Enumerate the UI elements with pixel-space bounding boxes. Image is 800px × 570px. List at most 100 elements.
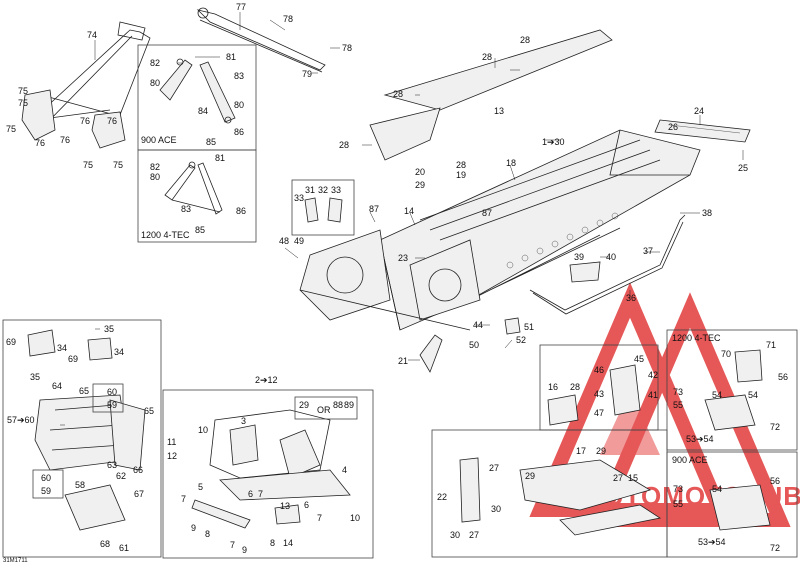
callout-1-30: 1➔30 bbox=[542, 137, 565, 147]
callout-10: 10 bbox=[350, 513, 360, 523]
callout-10: 10 bbox=[198, 425, 208, 435]
callout-3: 3 bbox=[241, 416, 246, 426]
callout-14: 14 bbox=[283, 538, 293, 548]
callout-16: 16 bbox=[548, 382, 558, 392]
callout-35: 35 bbox=[30, 372, 40, 382]
callout-11: 11 bbox=[167, 437, 176, 447]
callout-34: 34 bbox=[57, 343, 67, 353]
box-title-900-ace-right: 900 ACE bbox=[672, 455, 708, 465]
callout-36: 36 bbox=[626, 293, 636, 303]
bracket-21 bbox=[419, 334, 443, 373]
callout-63: 63 bbox=[107, 460, 117, 470]
callout-39: 39 bbox=[574, 252, 584, 262]
callout-15: 15 bbox=[628, 473, 638, 483]
callout-50: 50 bbox=[469, 340, 479, 350]
box-title-1200-tec-right: 1200 4-TEC bbox=[672, 333, 721, 343]
callout-66: 66 bbox=[133, 465, 143, 475]
callout-75: 75 bbox=[18, 98, 28, 108]
callout-35: 35 bbox=[104, 324, 114, 334]
callout-72: 72 bbox=[770, 422, 780, 432]
steering-rod bbox=[196, 7, 326, 73]
callout-27: 27 bbox=[469, 530, 479, 540]
callout-85: 85 bbox=[195, 225, 205, 235]
callout-17: 17 bbox=[576, 446, 586, 456]
callout-28: 28 bbox=[339, 140, 349, 150]
callout-75: 75 bbox=[6, 124, 16, 134]
callout-69: 69 bbox=[6, 337, 16, 347]
callout-24: 24 bbox=[694, 106, 704, 116]
callout-87: 87 bbox=[369, 204, 379, 214]
box-parts-31-33 bbox=[291, 179, 355, 236]
alt-part-or: OR bbox=[317, 405, 331, 415]
callout-80: 80 bbox=[234, 100, 244, 110]
callout-76: 76 bbox=[60, 135, 70, 145]
callout-8: 8 bbox=[270, 538, 275, 548]
callout-27: 27 bbox=[489, 463, 499, 473]
callout-7: 7 bbox=[181, 494, 186, 504]
callout-78: 78 bbox=[342, 43, 352, 53]
callout-64: 64 bbox=[52, 381, 62, 391]
callout-86: 86 bbox=[234, 127, 244, 137]
callout-62: 62 bbox=[116, 471, 126, 481]
left-bracket-assembly bbox=[27, 329, 146, 531]
callout-78: 78 bbox=[283, 14, 293, 24]
bracket-1200-tec bbox=[164, 161, 223, 215]
callout-27: 27 bbox=[613, 473, 623, 483]
callout-12: 12 bbox=[167, 451, 177, 461]
right-bracket-900 bbox=[709, 484, 771, 531]
callout-7: 7 bbox=[258, 489, 263, 499]
callout-6: 6 bbox=[248, 489, 253, 499]
box-1200-tec-right bbox=[666, 329, 798, 451]
callout-47: 47 bbox=[594, 408, 604, 418]
callout-60: 60 bbox=[41, 473, 51, 483]
callout-73: 73 bbox=[673, 387, 683, 397]
box-titles: 900 ACE 1200 4-TEC 1200 4-TEC 900 ACE 2➔… bbox=[141, 135, 721, 465]
callout-69: 69 bbox=[68, 354, 78, 364]
callout-7: 7 bbox=[317, 513, 322, 523]
box-900-ace-right bbox=[666, 451, 798, 558]
callout-68: 68 bbox=[100, 539, 110, 549]
callout-48: 48 bbox=[279, 236, 289, 246]
callout-38: 38 bbox=[702, 208, 712, 218]
callout-67: 67 bbox=[134, 489, 144, 499]
diagram-code: 31M1711 bbox=[3, 558, 28, 564]
callout-30: 30 bbox=[450, 530, 460, 540]
callout-80: 80 bbox=[150, 78, 160, 88]
box-left-brackets bbox=[2, 319, 162, 558]
callout-58: 58 bbox=[75, 480, 85, 490]
callout-87: 87 bbox=[482, 208, 492, 218]
callout-76: 76 bbox=[35, 138, 45, 148]
callout-20: 20 bbox=[415, 167, 425, 177]
callout-49: 49 bbox=[294, 236, 304, 246]
callout-42: 42 bbox=[648, 370, 658, 380]
callout-34: 34 bbox=[114, 347, 124, 357]
callout-55: 55 bbox=[673, 400, 683, 410]
callout-71: 71 bbox=[766, 340, 776, 350]
callout-33: 33 bbox=[294, 193, 304, 203]
callout-18: 18 bbox=[506, 158, 516, 168]
callout-28: 28 bbox=[520, 35, 530, 45]
bracket-51 bbox=[504, 317, 521, 335]
rear-bumper-rod bbox=[529, 214, 686, 315]
callout-82: 82 bbox=[150, 58, 160, 68]
callout-30: 30 bbox=[491, 504, 501, 514]
alt-part-29: 29 bbox=[299, 400, 309, 410]
callout-22: 22 bbox=[437, 492, 447, 502]
box-title-900-ace-top: 900 ACE bbox=[141, 135, 177, 145]
callout-79: 79 bbox=[302, 69, 312, 79]
callout-13: 13 bbox=[494, 106, 504, 116]
callout-46: 46 bbox=[594, 365, 604, 375]
callout-29: 29 bbox=[596, 446, 606, 456]
callout-29: 29 bbox=[415, 180, 425, 190]
box-title-2-12: 2➔12 bbox=[255, 375, 278, 385]
callout-81: 81 bbox=[215, 153, 225, 163]
callout-28: 28 bbox=[482, 52, 492, 62]
box-1200-tec-top bbox=[137, 149, 257, 243]
callout-73: 73 bbox=[673, 484, 683, 494]
callout-51: 51 bbox=[524, 322, 534, 332]
callout-85: 85 bbox=[206, 137, 216, 147]
skid-plate-assembly bbox=[459, 457, 662, 536]
callout-72: 72 bbox=[770, 543, 780, 553]
callout-54: 54 bbox=[712, 484, 722, 494]
